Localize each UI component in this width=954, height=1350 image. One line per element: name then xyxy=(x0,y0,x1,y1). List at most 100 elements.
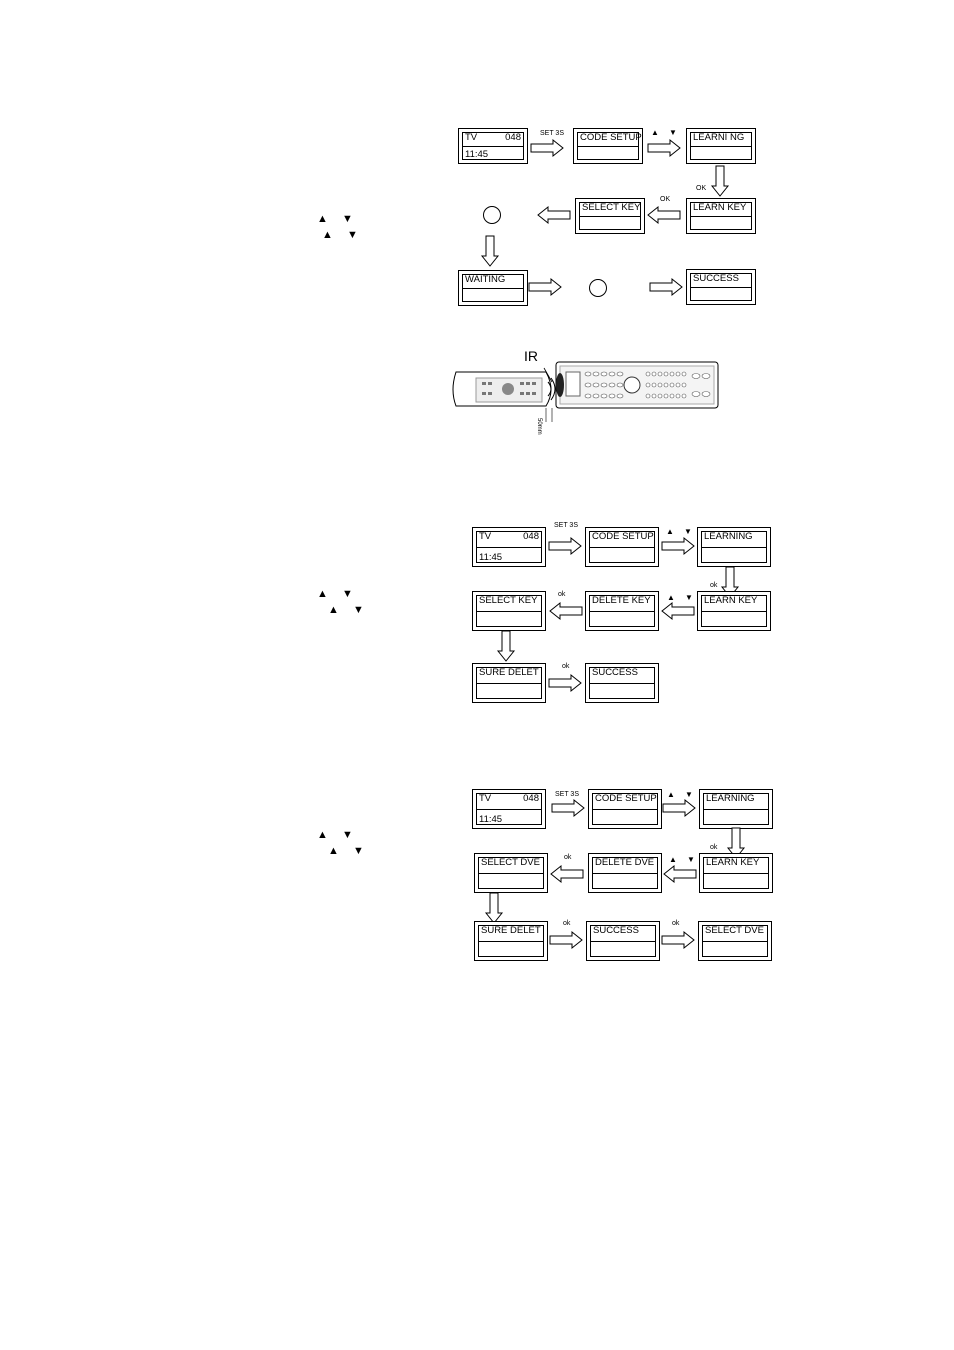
arrow-left-icon xyxy=(663,865,697,883)
button-circle-icon xyxy=(589,279,607,297)
tv-screen: TV 048 11:45 xyxy=(472,789,546,829)
learn-key-screen: LEARN KEY xyxy=(699,853,773,893)
set-label: SET 3S xyxy=(540,130,564,137)
select-key-screen: SELECT KEY xyxy=(472,591,546,631)
distance-label: 50mm xyxy=(536,418,542,435)
screen-label: SELECT DVE xyxy=(705,925,764,936)
select-dve-final-screen: SELECT DVE xyxy=(698,921,772,961)
up-triangle-icon: ▲ xyxy=(328,845,339,857)
arrow-left-icon xyxy=(550,865,584,883)
sure-delet-screen: SURE DELET xyxy=(474,921,548,961)
ok-label: ok xyxy=(710,844,718,851)
down-triangle-icon: ▼ xyxy=(685,593,693,602)
tv-label: TV xyxy=(479,531,492,542)
arrow-right-icon xyxy=(548,674,582,692)
waiting-screen: WAITING xyxy=(458,270,528,306)
ok-label: ok xyxy=(710,582,718,589)
delete-dve-screen: DELETE DVE xyxy=(588,853,662,893)
code-setup-screen: CODE SETUP xyxy=(573,128,643,164)
down-triangle-icon: ▼ xyxy=(342,588,353,600)
learning-screen: LEARNING xyxy=(697,527,771,567)
screen-label: SUCCESS xyxy=(592,667,638,678)
down-triangle-icon: ▼ xyxy=(685,790,693,799)
ok-label: ok xyxy=(672,920,680,927)
select-key-screen: SELECT KEY xyxy=(575,198,645,234)
up-triangle-icon: ▲ xyxy=(669,855,677,864)
down-triangle-icon: ▼ xyxy=(669,128,677,137)
up-triangle-icon: ▲ xyxy=(317,588,328,600)
learning-screen: LEARNI NG xyxy=(686,128,756,164)
ok-label: ok xyxy=(564,854,572,861)
tv-code: 048 xyxy=(523,531,539,542)
up-triangle-icon: ▲ xyxy=(317,213,328,225)
screen-label: LEARN KEY xyxy=(706,857,760,868)
sure-delet-screen: SURE DELET xyxy=(472,663,546,703)
arrow-right-icon xyxy=(662,799,696,817)
arrow-right-icon xyxy=(649,278,683,296)
tv-time: 11:45 xyxy=(479,814,503,825)
arrow-left-icon xyxy=(549,602,583,620)
screen-label: SELECT KEY xyxy=(582,202,641,213)
success-screen: SUCCESS xyxy=(585,663,659,703)
tv-code: 048 xyxy=(523,793,539,804)
ir-label: IR xyxy=(524,348,538,364)
success-screen: SUCCESS xyxy=(686,269,756,305)
screen-label: SURE DELET xyxy=(481,925,541,936)
screen-label: CODE SETUP xyxy=(595,793,657,804)
ok-label: OK xyxy=(696,185,707,192)
screen-label: SELECT KEY xyxy=(479,595,538,606)
tv-time: 11:45 xyxy=(479,552,503,563)
screen-label: DELETE KEY xyxy=(592,595,651,606)
down-triangle-icon: ▼ xyxy=(353,604,364,616)
down-triangle-icon: ▼ xyxy=(684,527,692,536)
up-triangle-icon: ▲ xyxy=(667,790,675,799)
screen-label: DELETE DVE xyxy=(595,857,655,868)
delete-key-screen: DELETE KEY xyxy=(585,591,659,631)
screen-label: SURE DELET xyxy=(479,667,539,678)
screen-label: SUCCESS xyxy=(593,925,639,936)
screen-label: LEARN KEY xyxy=(693,202,747,213)
button-circle-icon xyxy=(483,206,501,224)
tv-time: 11:45 xyxy=(465,149,489,160)
learn-key-screen: LEARN KEY xyxy=(686,198,756,234)
arrow-right-icon xyxy=(551,799,585,817)
up-triangle-icon: ▲ xyxy=(328,604,339,616)
arrow-right-icon xyxy=(647,139,681,157)
code-setup-screen: CODE SETUP xyxy=(588,789,662,829)
up-triangle-icon: ▲ xyxy=(322,229,333,241)
arrow-right-icon xyxy=(528,278,562,296)
screen-label: LEARNING xyxy=(704,531,753,542)
screen-label: SUCCESS xyxy=(693,273,739,284)
tv-label: TV xyxy=(479,793,492,804)
down-triangle-icon: ▼ xyxy=(342,213,353,225)
remote-illustration-icon xyxy=(452,361,719,422)
arrow-left-icon xyxy=(661,602,695,620)
screen-label: CODE SETUP xyxy=(580,132,642,143)
learning-screen: LEARNING xyxy=(699,789,773,829)
arrow-right-icon xyxy=(549,931,583,949)
ok-label: OK xyxy=(660,196,671,203)
ok-label: ok xyxy=(562,663,570,670)
select-dve-screen: SELECT DVE xyxy=(474,853,548,893)
tv-screen: TV 048 11:45 xyxy=(458,128,528,164)
down-triangle-icon: ▼ xyxy=(342,829,353,841)
learn-key-screen: LEARN KEY xyxy=(697,591,771,631)
arrow-left-icon xyxy=(647,206,681,224)
arrow-down-icon xyxy=(497,630,515,662)
up-triangle-icon: ▲ xyxy=(666,527,674,536)
screen-label: LEARN KEY xyxy=(704,595,758,606)
down-triangle-icon: ▼ xyxy=(347,229,358,241)
screen-label: LEARNI NG xyxy=(693,132,745,143)
tv-code: 048 xyxy=(505,132,521,143)
up-triangle-icon: ▲ xyxy=(651,128,659,137)
code-setup-screen: CODE SETUP xyxy=(585,527,659,567)
up-triangle-icon: ▲ xyxy=(317,829,328,841)
down-triangle-icon: ▼ xyxy=(687,855,695,864)
screen-label: LEARNING xyxy=(706,793,755,804)
tv-screen: TV 048 11:45 xyxy=(472,527,546,567)
screen-label: SELECT DVE xyxy=(481,857,540,868)
arrow-down-icon xyxy=(711,165,729,197)
down-triangle-icon: ▼ xyxy=(353,845,364,857)
arrow-down-icon xyxy=(481,235,499,267)
set-label: SET 3S xyxy=(554,522,578,529)
